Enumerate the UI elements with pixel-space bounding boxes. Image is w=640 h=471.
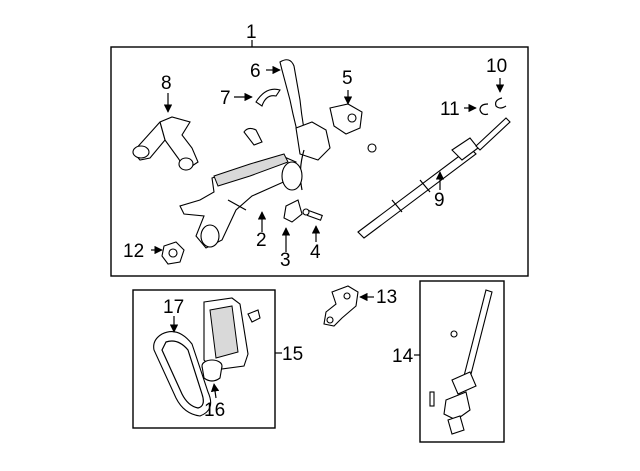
callout-17: 17 xyxy=(163,297,184,318)
part-10-ring[interactable] xyxy=(495,97,507,109)
callout-9: 9 xyxy=(434,190,445,211)
part-9-shaft[interactable] xyxy=(357,117,511,239)
part-14-lower-shaft[interactable] xyxy=(429,289,493,435)
part-16-grommet[interactable] xyxy=(201,359,223,382)
callout-6: 6 xyxy=(250,61,261,82)
callout-7: 7 xyxy=(220,88,231,109)
part-cover-plate[interactable] xyxy=(203,297,261,371)
part-3-gasket[interactable] xyxy=(283,199,303,223)
part-11-clip[interactable] xyxy=(479,103,489,116)
group-box-steering-column: 1 xyxy=(110,22,529,277)
part-7-clip[interactable] xyxy=(243,88,281,146)
group-box-lower-shaft: 14 xyxy=(392,280,505,443)
callout-12: 12 xyxy=(123,241,144,262)
callout-1: 1 xyxy=(246,22,257,43)
callout-15: 15 xyxy=(282,344,303,365)
callout-10: 10 xyxy=(486,56,507,77)
group-box-column-cover: 15 xyxy=(132,289,303,429)
part-12-nut[interactable] xyxy=(161,241,185,265)
part-8-bracket[interactable] xyxy=(132,116,199,171)
part-17-boot[interactable] xyxy=(153,331,212,417)
callout-16: 16 xyxy=(204,400,225,421)
callout-14: 14 xyxy=(392,346,414,367)
part-2-column-tube[interactable] xyxy=(179,153,303,249)
callout-11: 11 xyxy=(440,99,460,120)
callout-3: 3 xyxy=(280,250,291,271)
part-5-lock-housing[interactable] xyxy=(329,103,377,153)
callout-2: 2 xyxy=(256,230,267,251)
callout-4: 4 xyxy=(310,242,321,263)
callout-5: 5 xyxy=(342,68,353,89)
part-13-bracket[interactable] xyxy=(323,285,359,327)
part-4-bolt[interactable] xyxy=(302,208,323,221)
callout-13: 13 xyxy=(376,287,397,308)
callout-8: 8 xyxy=(161,73,172,94)
